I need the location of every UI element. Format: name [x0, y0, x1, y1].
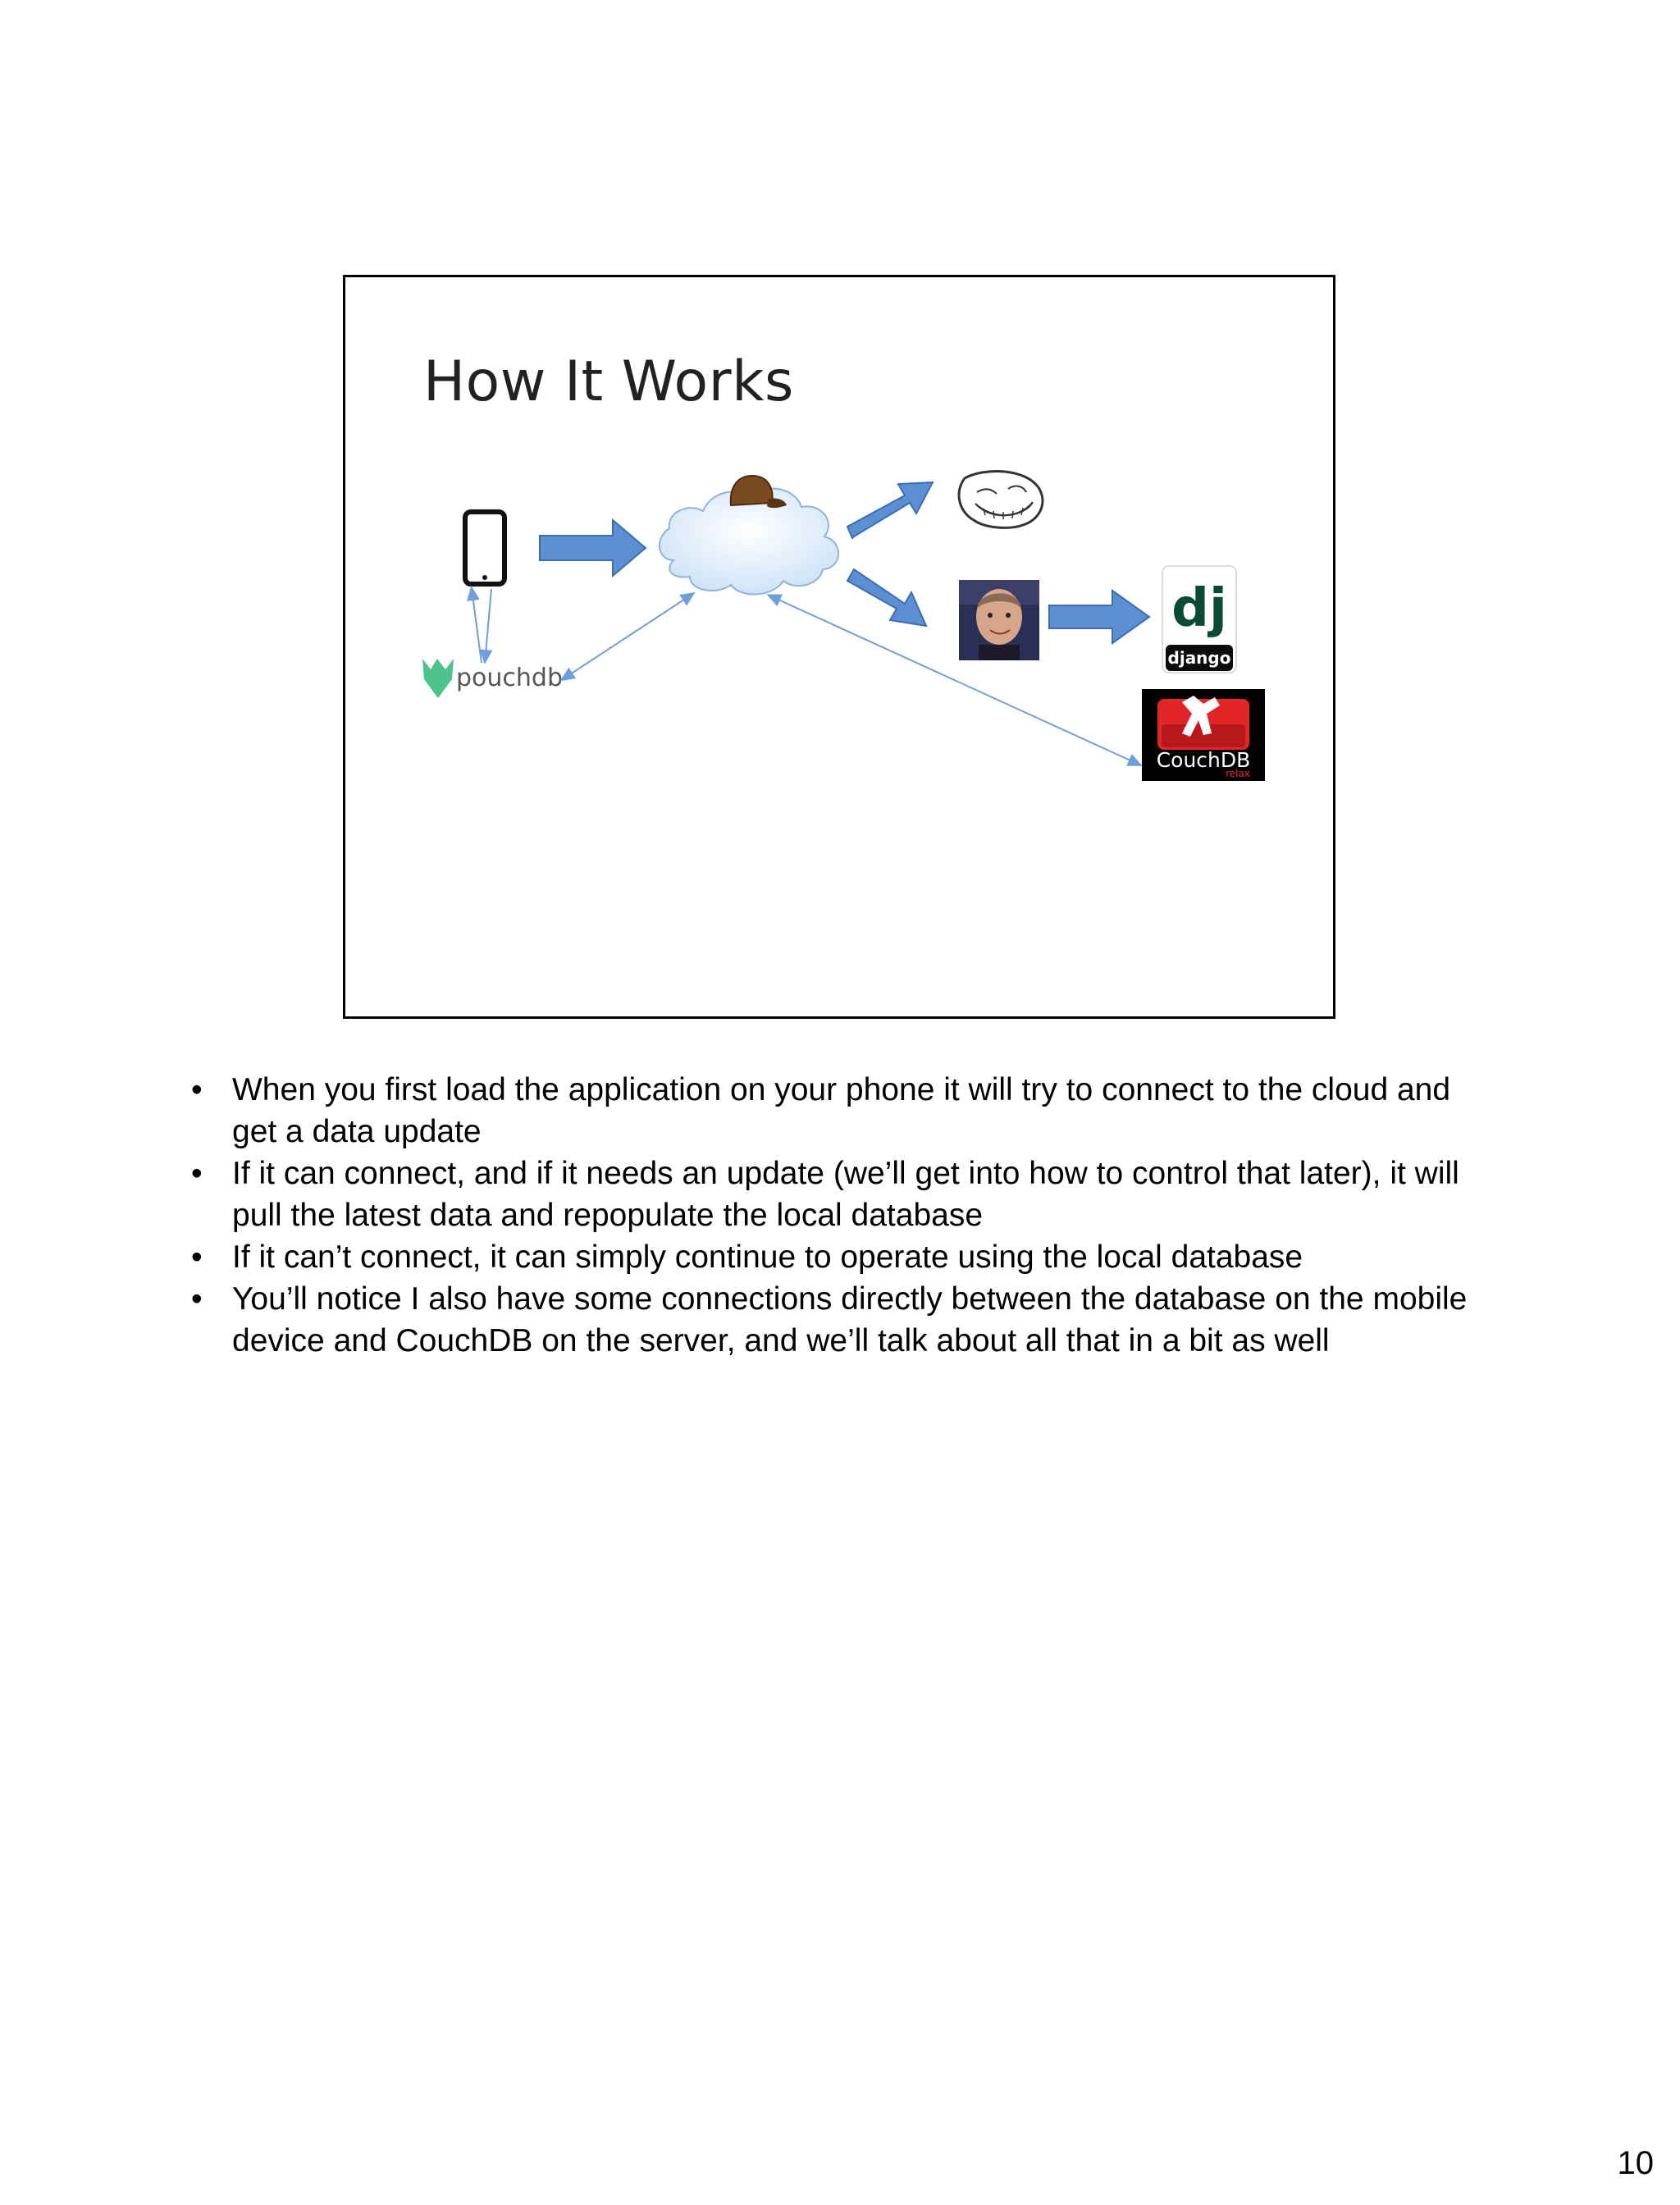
- note-text: If it can’t connect, it can simply conti…: [232, 1239, 1303, 1275]
- developer-to-django-arrow: [1048, 589, 1151, 645]
- list-item: • When you first load the application on …: [187, 1069, 1500, 1153]
- couchdb-tagline: relax: [1226, 768, 1250, 779]
- bullet-icon: •: [191, 1281, 203, 1317]
- troll-face-icon: [957, 470, 1044, 529]
- cloud-to-troll-arrow: [846, 481, 934, 540]
- slide-title: How It Works: [423, 349, 794, 414]
- note-text: If it can connect, and if it needs an up…: [232, 1156, 1459, 1233]
- pouchdb-to-cloud-arrow: [559, 591, 696, 682]
- list-item: • If it can connect, and if it needs an u…: [187, 1153, 1500, 1236]
- hat-icon: [729, 474, 787, 509]
- page-number: 10: [1617, 2145, 1655, 2181]
- cloud-to-couchdb-arrow: [766, 594, 1143, 766]
- phone-to-cloud-arrow: [539, 518, 647, 578]
- list-item: • You’ll notice I also have some connecti…: [187, 1278, 1500, 1362]
- phone-pouchdb-sync-arrows: [466, 586, 493, 664]
- django-mark: dj: [1171, 578, 1227, 639]
- developer-photo: [959, 580, 1039, 660]
- slide-thumbnail: How It Works: [343, 275, 1335, 1019]
- django-label: django: [1168, 648, 1231, 668]
- cloud-to-developer-arrow: [846, 568, 928, 628]
- django-logo: dj django: [1162, 565, 1237, 673]
- pouchdb-logo: pouchdb: [422, 659, 563, 698]
- bullet-icon: •: [191, 1239, 203, 1275]
- note-text: When you first load the application on y…: [232, 1072, 1451, 1149]
- cloud-icon: [658, 487, 839, 596]
- couchdb-logo: CouchDB relax: [1142, 689, 1265, 781]
- couchdb-label: CouchDB: [1157, 748, 1251, 772]
- list-item: • If it can’t connect, it can simply cont…: [187, 1236, 1500, 1278]
- speaker-notes: • When you first load the application on …: [187, 1069, 1500, 1362]
- bullet-icon: •: [191, 1072, 203, 1107]
- pouchdb-label: pouchdb: [456, 664, 563, 692]
- bullet-icon: •: [191, 1156, 203, 1191]
- architecture-diagram: pouchdb: [422, 470, 1265, 781]
- phone-icon: [463, 509, 507, 587]
- note-text: You’ll notice I also have some connectio…: [232, 1281, 1468, 1358]
